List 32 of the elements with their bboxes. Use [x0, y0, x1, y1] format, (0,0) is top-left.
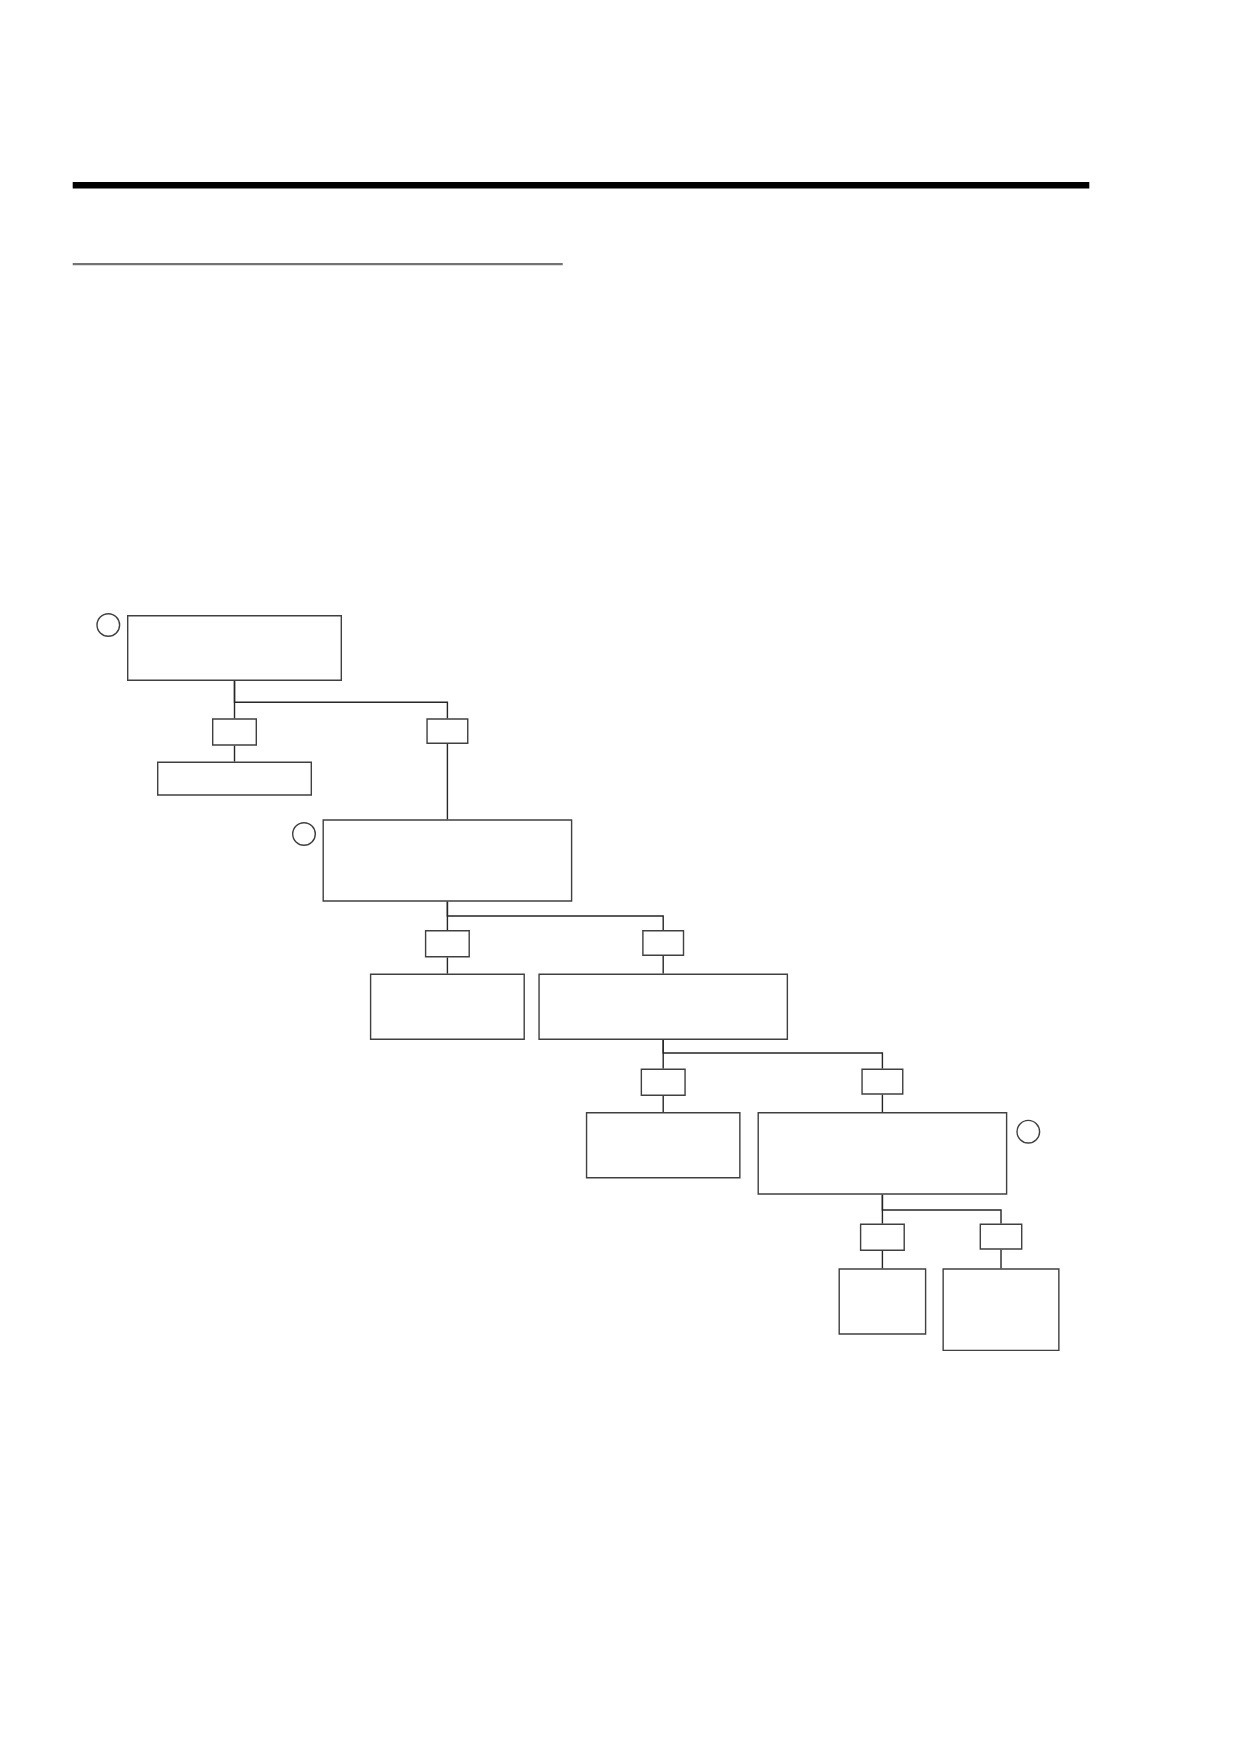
- connector-line: [446, 743, 449, 820]
- connector-line: [662, 1095, 664, 1113]
- outcome-box: [838, 1268, 927, 1335]
- connector-line: [662, 955, 664, 975]
- outcome-box: [127, 615, 342, 681]
- outcome-box: [757, 1112, 1008, 1195]
- connector-line: [233, 680, 449, 719]
- outcome-box: [157, 761, 312, 796]
- callout-circle: [1016, 1119, 1041, 1144]
- branch-label-box: [861, 1068, 904, 1095]
- connector-line: [881, 1093, 884, 1113]
- branch-label-box: [859, 1223, 905, 1252]
- callout-circle: [292, 822, 316, 846]
- connector-line: [233, 745, 236, 763]
- connector-line: [881, 1194, 1002, 1225]
- outcome-box: [322, 819, 573, 902]
- branch-label-box: [212, 718, 257, 746]
- branch-label-box: [640, 1068, 686, 1096]
- branch-label-box: [426, 718, 469, 744]
- outcome-box: [942, 1268, 1060, 1352]
- connector-line: [1000, 1248, 1002, 1270]
- outcome-box: [585, 1112, 741, 1179]
- outcome-box: [369, 973, 525, 1041]
- connector-line: [446, 901, 664, 931]
- connector-line: [446, 956, 449, 975]
- branch-label-box: [424, 930, 470, 958]
- connector-line: [662, 1039, 884, 1070]
- branch-label-box: [979, 1223, 1023, 1250]
- callout-circle: [96, 613, 121, 637]
- branch-label-box: [642, 930, 685, 956]
- outcome-box: [538, 973, 789, 1041]
- connector-line: [881, 1250, 884, 1269]
